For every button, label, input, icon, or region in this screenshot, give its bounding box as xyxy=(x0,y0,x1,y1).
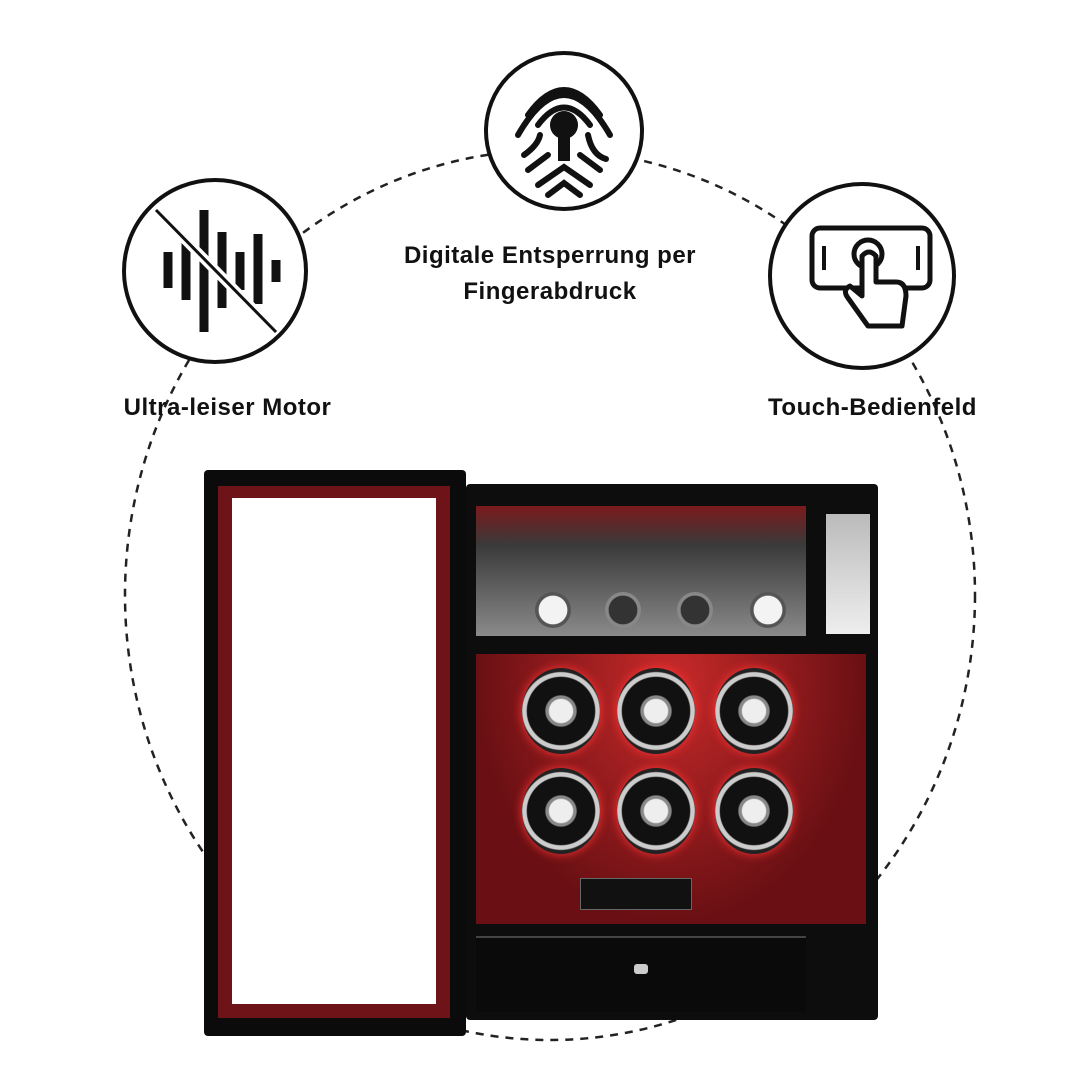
feature-label-motor: Ultra-leiser Motor xyxy=(123,394,332,421)
feature-label-fingerprint-line2: Fingerabdruck xyxy=(463,278,637,305)
display-watch xyxy=(750,592,786,628)
feature-label-fingerprint-line1: Digitale Entsperrung per xyxy=(403,242,697,269)
display-watch xyxy=(605,592,641,628)
no-sound-icon xyxy=(122,178,308,364)
open-glass-door xyxy=(204,470,466,1036)
watch-winder-slot xyxy=(715,668,793,754)
display-watch xyxy=(677,592,713,628)
feature-label-touch: Touch-Bedienfeld xyxy=(768,394,977,421)
touch-panel-icon xyxy=(768,182,956,370)
door-glass xyxy=(232,498,436,1004)
watch-winder-slot xyxy=(522,768,600,854)
bottom-drawer[interactable] xyxy=(476,936,806,1012)
fingerprint-lock-icon xyxy=(484,51,644,211)
drawer-knob xyxy=(634,964,648,974)
watch-winder-slot xyxy=(522,668,600,754)
watch-winder-slot xyxy=(617,768,695,854)
cabinet-body xyxy=(466,484,878,1020)
feature-label-fingerprint: Digitale Entsperrung per Fingerabdruck xyxy=(360,238,740,310)
watch-winder-slot xyxy=(617,668,695,754)
watch-winder-slot xyxy=(715,768,793,854)
display-watch xyxy=(535,592,571,628)
control-panel[interactable] xyxy=(580,878,692,910)
